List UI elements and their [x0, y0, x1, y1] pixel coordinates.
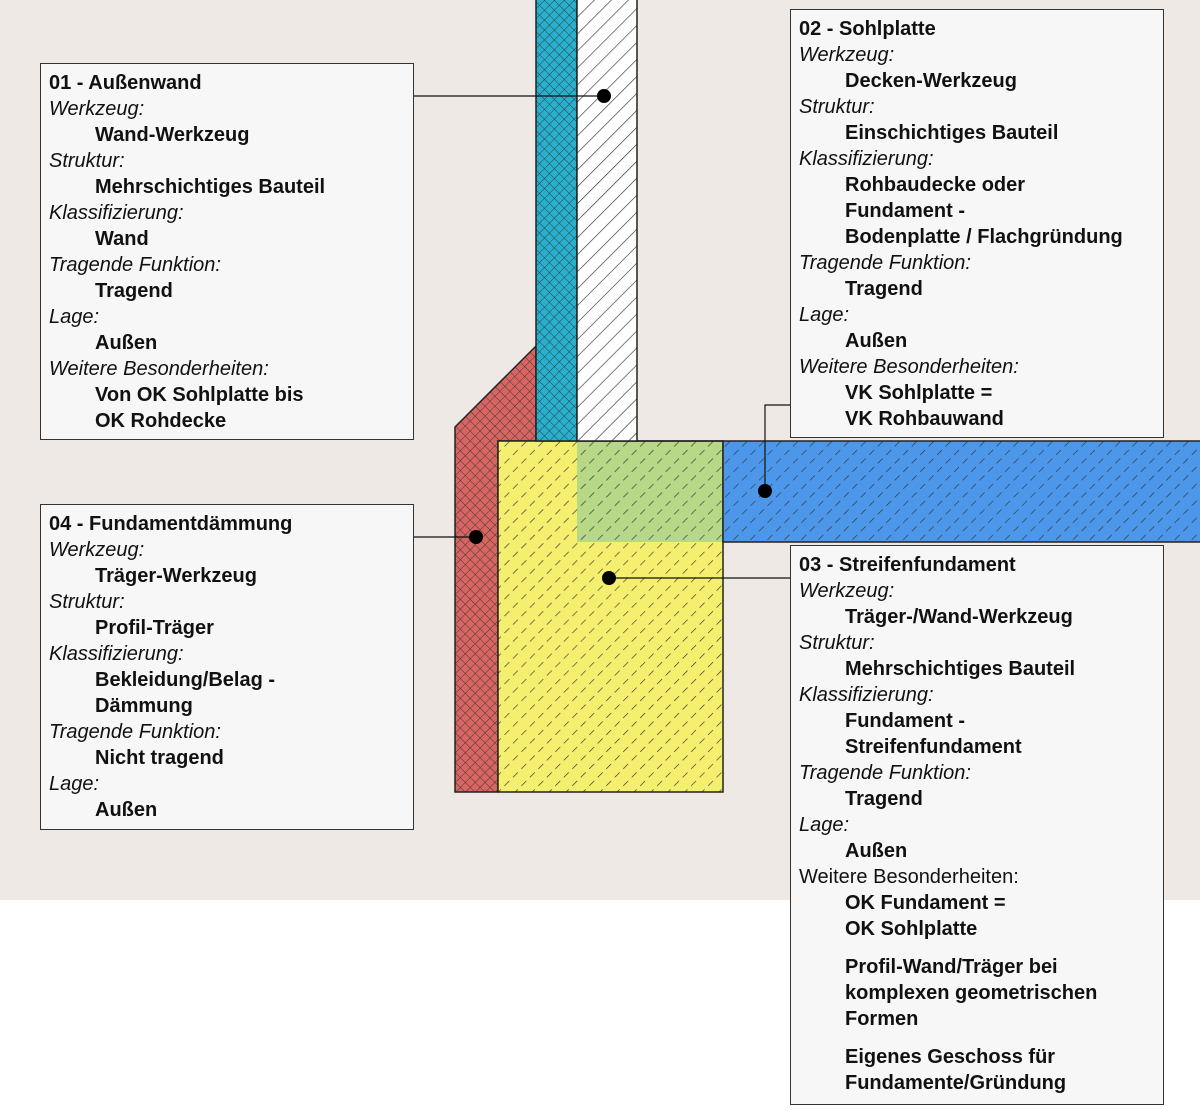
- property-value: Außen: [845, 330, 908, 352]
- property-value: OK Sohlplatte: [845, 918, 978, 940]
- annotation-title: 01 - Außenwand: [49, 72, 202, 94]
- property-value: Fundament -: [845, 710, 965, 732]
- property-value: OK Rohdecke: [95, 410, 227, 432]
- annotation-title: 02 - Sohlplatte: [799, 18, 936, 40]
- property-value: Tragend: [95, 280, 173, 302]
- property-label: Weitere Besonderheiten:: [799, 866, 1019, 888]
- property-label: Lage:: [49, 306, 100, 328]
- leader-dot-02: [758, 484, 772, 498]
- property-value: Nicht tragend: [95, 747, 224, 769]
- property-value: Bekleidung/Belag -: [95, 669, 276, 691]
- property-value: Mehrschichtiges Bauteil: [95, 176, 326, 198]
- property-label: Struktur:: [799, 96, 875, 118]
- property-value: Außen: [95, 799, 158, 821]
- annotation-title: 04 - Fundamentdämmung: [49, 513, 293, 535]
- property-value: Von OK Sohlplatte bis: [95, 384, 304, 406]
- property-value: VK Rohbauwand: [845, 408, 1004, 430]
- property-label: Klassifizierung:: [799, 684, 934, 706]
- property-label: Werkzeug:: [49, 539, 145, 561]
- property-value: Außen: [845, 840, 908, 862]
- property-label: Weitere Besonderheiten:: [799, 356, 1019, 378]
- property-label: Lage:: [49, 773, 100, 795]
- note-line: Formen: [845, 1008, 919, 1030]
- property-value: Einschichtiges Bauteil: [845, 122, 1059, 144]
- leader-dot-04: [469, 530, 483, 544]
- property-label: Klassifizierung:: [799, 148, 934, 170]
- note-line: komplexen geometrischen: [845, 982, 1098, 1004]
- property-value: Tragend: [845, 278, 923, 300]
- property-value: Streifenfundament: [845, 736, 1022, 758]
- property-value: Außen: [95, 332, 158, 354]
- property-value: Tragend: [845, 788, 923, 810]
- property-label: Lage:: [799, 304, 850, 326]
- note-line: Profil-Wand/Träger bei: [845, 956, 1058, 978]
- leader-dot-01: [597, 89, 611, 103]
- property-value: Mehrschichtiges Bauteil: [845, 658, 1076, 680]
- property-value: Träger-Werkzeug: [95, 565, 257, 587]
- property-label: Tragende Funktion:: [49, 721, 221, 743]
- property-label: Struktur:: [799, 632, 875, 654]
- note-line: Eigenes Geschoss für: [845, 1046, 1056, 1068]
- property-label: Lage:: [799, 814, 850, 836]
- property-value: Profil-Träger: [95, 617, 214, 639]
- property-value: OK Fundament =: [845, 892, 1006, 914]
- property-label: Klassifizierung:: [49, 202, 184, 224]
- property-label: Werkzeug:: [799, 44, 895, 66]
- property-label: Weitere Besonderheiten:: [49, 358, 269, 380]
- property-value: Wand-Werkzeug: [95, 124, 250, 146]
- property-label: Werkzeug:: [49, 98, 145, 120]
- property-label: Struktur:: [49, 591, 125, 613]
- annotation-title: 03 - Streifenfundament: [799, 554, 1016, 576]
- property-value: Bodenplatte / Flachgründung: [845, 226, 1123, 248]
- wall-insulation-hatch: [535, 0, 578, 442]
- leader-dot-03: [602, 571, 616, 585]
- property-label: Tragende Funktion:: [799, 762, 971, 784]
- property-label: Werkzeug:: [799, 580, 895, 602]
- property-value: VK Sohlplatte =: [845, 382, 993, 404]
- property-label: Klassifizierung:: [49, 643, 184, 665]
- strip-footing-hatch: [497, 440, 724, 793]
- property-value: Wand: [95, 228, 149, 250]
- floor-slab-hatch: [722, 440, 1200, 543]
- property-value: Dämmung: [95, 695, 193, 717]
- wall-masonry-hatch: [576, 0, 638, 442]
- property-label: Struktur:: [49, 150, 125, 172]
- leader-line-02: [764, 404, 790, 491]
- property-value: Träger-/Wand-Werkzeug: [845, 606, 1073, 628]
- property-value: Fundament -: [845, 200, 965, 222]
- property-label: Tragende Funktion:: [799, 252, 971, 274]
- property-value: Decken-Werkzeug: [845, 70, 1017, 92]
- property-label: Tragende Funktion:: [49, 254, 221, 276]
- property-value: Rohbaudecke oder: [845, 174, 1026, 196]
- note-line: Fundamente/Gründung: [845, 1072, 1067, 1094]
